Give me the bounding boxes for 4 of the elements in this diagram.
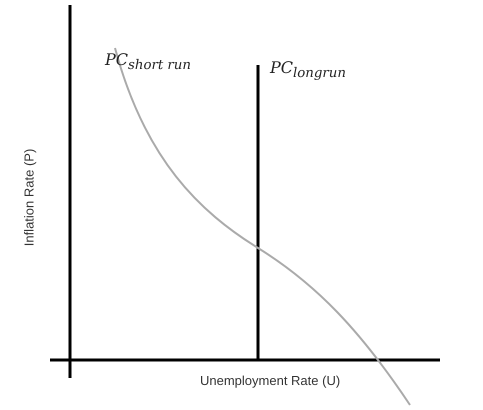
curve-label: PC$_{longrun}$ xyxy=(270,58,346,82)
axis-title: Unemployment Rate (U) xyxy=(200,373,340,388)
curve-label: PC$_{short run}$ xyxy=(105,50,191,74)
axis-title: Inflation Rate (P) xyxy=(21,148,36,246)
